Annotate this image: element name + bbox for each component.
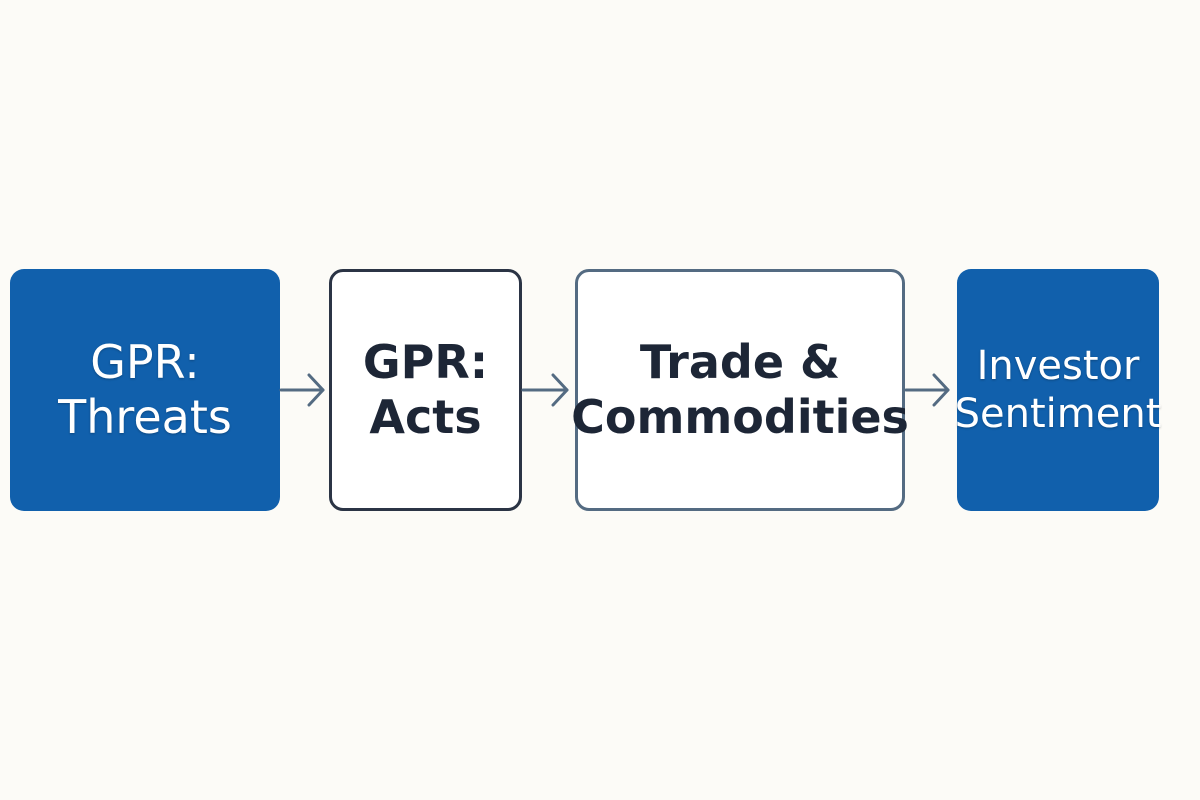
node-trade-commodities-line-2: Commodities <box>571 390 909 444</box>
node-gpr-acts-line-1: GPR: <box>362 334 489 389</box>
node-trade-commodities: Trade & Commodities <box>571 269 909 511</box>
node-investor-sentiment: Investor Sentiment <box>954 269 1162 511</box>
node-investor-sentiment-line-1: Investor <box>976 343 1140 389</box>
node-gpr-threats-line-1: GPR: <box>90 334 200 389</box>
arrow-threats-to-acts <box>279 373 325 407</box>
node-trade-commodities-line-1: Trade & <box>639 334 841 389</box>
node-gpr-threats: GPR: Threats <box>10 269 280 511</box>
node-gpr-threats-line-2: Threats <box>58 390 232 444</box>
arrow-trade-to-sentiment <box>904 373 950 407</box>
node-investor-sentiment-line-2: Sentiment <box>954 391 1162 437</box>
arrow-acts-to-trade <box>521 373 569 407</box>
node-gpr-acts: GPR: Acts <box>329 269 522 511</box>
node-gpr-acts-line-2: Acts <box>369 390 482 444</box>
